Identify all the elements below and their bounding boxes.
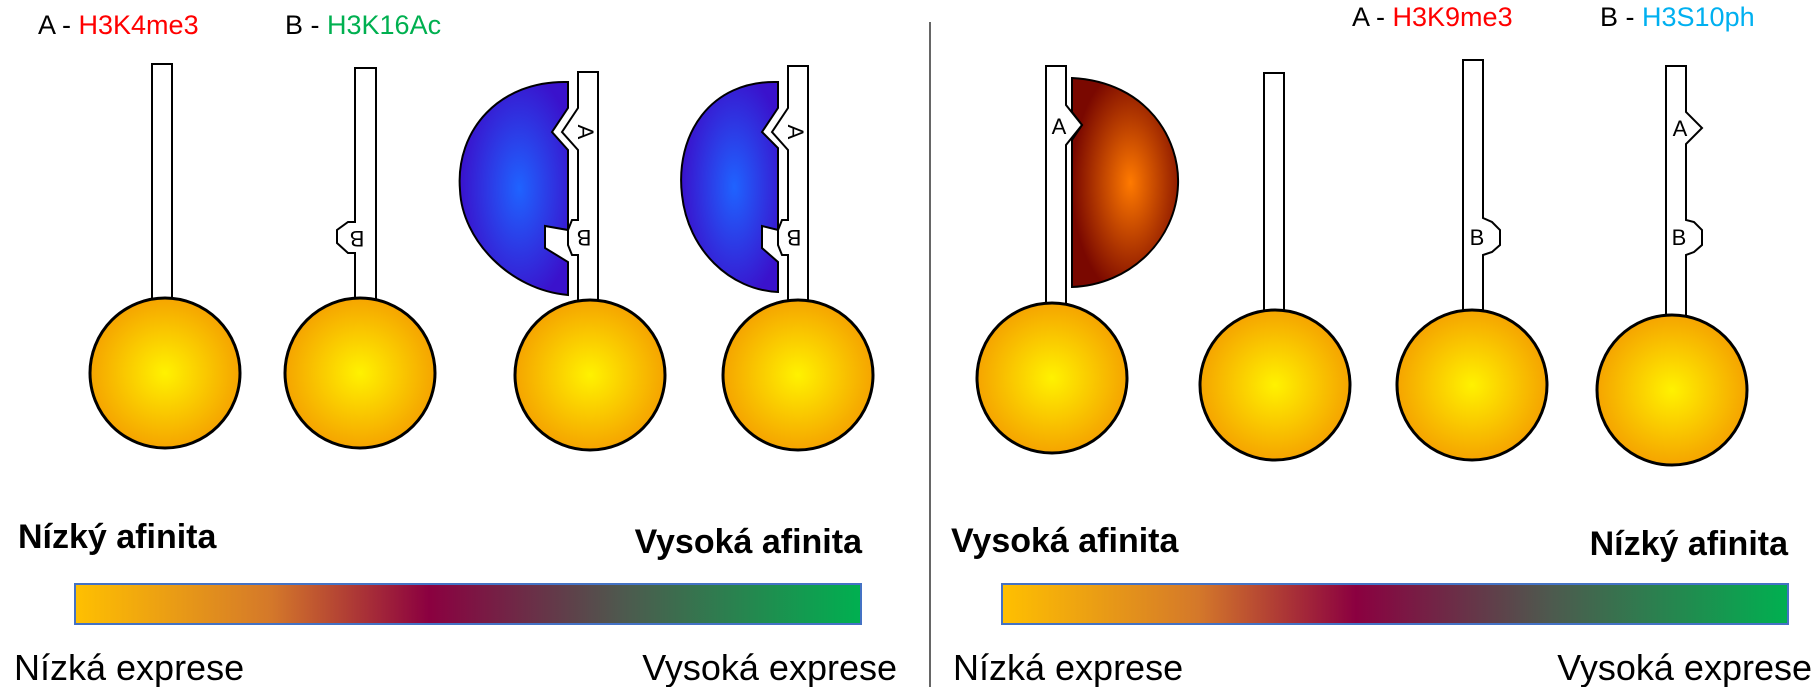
reader-protein-blue <box>458 80 569 297</box>
right-legend-b: B - H3S10ph <box>1600 2 1755 32</box>
reader-protein-brown <box>1071 76 1180 289</box>
mark-a-label: A <box>1673 116 1688 141</box>
nucleosome-left-1 <box>88 63 242 450</box>
nucleosome-core <box>1395 308 1549 462</box>
left-expression-low: Nízká exprese <box>14 647 244 687</box>
nucleosome-left-2: B <box>283 67 437 450</box>
reader-protein-blue <box>680 80 779 294</box>
histone-tail <box>151 63 173 310</box>
histone-tail <box>336 67 377 301</box>
nucleosome-core <box>283 296 437 450</box>
left-affinity-low: Nízký afinita <box>18 518 217 556</box>
nucleosome-right-1: A <box>975 65 1180 455</box>
nucleosome-core <box>1198 308 1352 462</box>
nucleosome-core <box>513 298 667 452</box>
nucleosome-core <box>88 296 242 450</box>
nucleosome-right-4: A B <box>1595 65 1749 467</box>
histone-tail <box>1263 72 1285 314</box>
nucleosome-core <box>721 298 875 452</box>
histone-tail <box>1462 59 1501 311</box>
right-expression-high: Vysoká exprese <box>1557 647 1812 687</box>
right-legend-a: A - H3K9me3 <box>1352 2 1513 32</box>
left-expression-gradient-bar <box>74 583 862 625</box>
mark-a-label: A <box>783 125 808 140</box>
mark-b-label: B <box>1672 225 1687 250</box>
right-affinity-high: Vysoká afinita <box>951 522 1179 560</box>
mark-b-label: B <box>1470 225 1485 250</box>
histone-tail <box>1665 65 1704 321</box>
mark-b-label: B <box>577 225 592 250</box>
mark-b-label: B <box>350 226 365 251</box>
right-affinity-low: Nízký afinita <box>1590 525 1789 563</box>
nucleosome-right-3: B <box>1395 59 1549 462</box>
nucleosome-core <box>975 301 1129 455</box>
left-expression-high: Vysoká exprese <box>642 647 897 687</box>
left-affinity-high: Vysoká afinita <box>635 523 863 561</box>
nucleosome-right-2 <box>1198 72 1352 462</box>
nucleosome-left-3: A B <box>458 71 667 452</box>
nucleosome-left-4: A B <box>680 65 875 452</box>
left-legend-a: A - H3K4me3 <box>38 10 199 40</box>
mark-a-label: A <box>573 125 598 140</box>
mark-b-label: B <box>787 225 802 250</box>
nucleosome-core <box>1595 313 1749 467</box>
left-legend-b: B - H3K16Ac <box>285 10 441 40</box>
mark-a-label: A <box>1052 114 1067 139</box>
right-expression-low: Nízká exprese <box>953 647 1183 687</box>
right-expression-gradient-bar <box>1001 583 1789 625</box>
